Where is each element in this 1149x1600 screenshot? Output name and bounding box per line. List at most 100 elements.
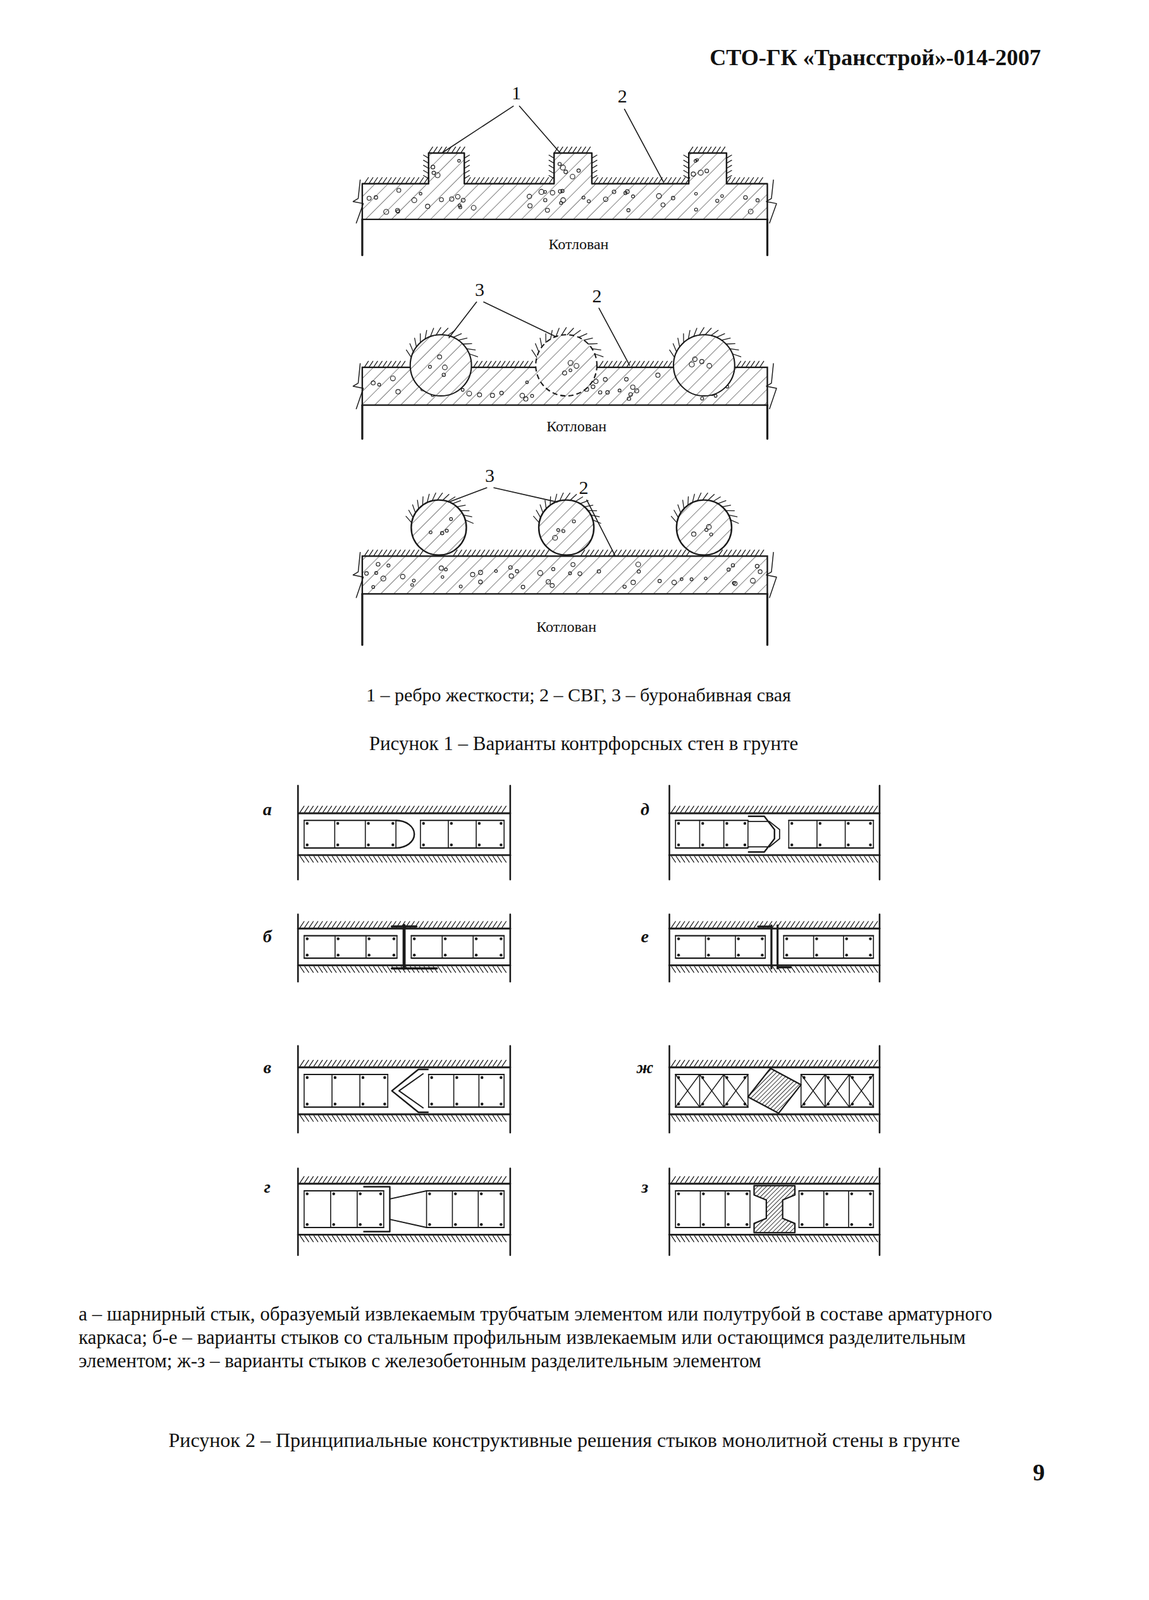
soil-hatch xyxy=(460,1176,465,1183)
soil-hatch xyxy=(675,966,680,973)
soil-hatch xyxy=(630,177,635,185)
rebar-bar xyxy=(675,1226,750,1229)
soil-hatch xyxy=(474,1115,479,1122)
aggregate-mark xyxy=(705,168,709,173)
soil-hatch xyxy=(517,550,522,557)
rebar-bar xyxy=(798,1190,874,1192)
concrete-separator xyxy=(753,1185,795,1233)
soil-hatch xyxy=(722,1176,726,1183)
soil-hatch xyxy=(368,550,373,557)
soil-hatch xyxy=(373,177,378,185)
steel-profile xyxy=(392,966,437,970)
rebar-stirrup xyxy=(331,1074,333,1108)
soil-hatch xyxy=(548,175,554,179)
rebar-dot xyxy=(361,1102,365,1106)
soil-hatch xyxy=(442,1176,447,1183)
soil-hatch xyxy=(442,921,447,928)
soil-hatch xyxy=(730,519,739,523)
page-number: 9 xyxy=(1032,1458,1045,1487)
soil-hatch xyxy=(382,806,387,813)
soil-hatch xyxy=(378,177,382,185)
soil-hatch xyxy=(591,175,597,179)
soil-hatch xyxy=(502,1115,506,1122)
soil-hatch xyxy=(359,1115,364,1122)
rebar-dot xyxy=(745,1192,749,1196)
rebar-dot xyxy=(499,1222,503,1227)
soil-hatch xyxy=(410,806,415,813)
rebar-dot xyxy=(785,937,789,941)
rebar-stirrup xyxy=(472,935,474,959)
soil-hatch xyxy=(327,966,332,973)
aggregate-mark xyxy=(428,365,432,369)
soil-hatch xyxy=(682,500,685,510)
soil-hatch xyxy=(414,1235,419,1242)
soil-hatch xyxy=(717,1235,721,1242)
leader-line xyxy=(442,106,514,154)
soil-hatch xyxy=(818,966,823,973)
rebar-dot xyxy=(706,937,711,941)
aggregate-mark xyxy=(727,567,731,572)
aggregate-mark xyxy=(374,571,379,575)
soil-hatch xyxy=(868,1059,873,1067)
soil-hatch xyxy=(490,550,494,557)
soil-hatch xyxy=(726,806,731,813)
rebar-bar xyxy=(304,935,398,937)
soil-hatch xyxy=(708,921,713,928)
soil-hatch xyxy=(405,550,410,557)
soil-hatch xyxy=(514,361,519,368)
rebar-dot xyxy=(785,953,789,957)
soil-hatch xyxy=(850,966,855,973)
soil-hatch xyxy=(337,1235,341,1242)
soil-hatch xyxy=(437,1176,442,1183)
soil-hatch xyxy=(809,921,814,928)
soil-hatch xyxy=(671,1176,676,1183)
soil-hatch xyxy=(373,361,378,368)
soil-hatch xyxy=(591,348,601,350)
aggregate-mark xyxy=(499,391,504,396)
rebar-dot xyxy=(701,822,705,826)
soil-hatch xyxy=(299,856,304,863)
soil-hatch xyxy=(603,550,608,557)
soil-hatch xyxy=(759,550,764,557)
rebar-dot xyxy=(743,822,747,826)
ground-line xyxy=(669,964,880,967)
aggregate-mark xyxy=(459,584,463,589)
soil-hatch xyxy=(717,806,721,813)
soil-hatch xyxy=(758,966,763,973)
soil-hatch xyxy=(767,1115,772,1122)
soil-hatch xyxy=(767,1059,772,1067)
soil-hatch xyxy=(533,516,540,523)
soil-hatch xyxy=(424,1176,429,1183)
trench-boundary xyxy=(509,914,512,982)
soil-hatch xyxy=(854,856,859,863)
soil-hatch xyxy=(545,333,546,343)
soil-hatch xyxy=(809,1176,814,1183)
rebar-dot xyxy=(367,937,371,941)
soil-hatch xyxy=(436,327,442,336)
rebar-dot xyxy=(361,1076,365,1080)
soil-hatch xyxy=(474,1176,479,1183)
leader-line xyxy=(519,106,561,154)
soil-hatch xyxy=(795,921,800,928)
soil-hatch xyxy=(323,921,327,928)
soil-hatch xyxy=(731,1235,735,1242)
soil-hatch xyxy=(675,921,680,928)
soil-hatch xyxy=(694,921,699,928)
soil-hatch xyxy=(400,1059,405,1067)
soil-hatch xyxy=(488,856,492,863)
soil-hatch xyxy=(373,966,378,973)
tube-element xyxy=(395,820,415,848)
soil-hatch xyxy=(671,516,678,523)
leader-line xyxy=(448,487,487,503)
soil-hatch xyxy=(545,550,549,557)
running-header: СТО-ГК «Трансстрой»-014-2007 xyxy=(709,44,1041,71)
aggregate-mark xyxy=(478,579,483,584)
rebar-dot xyxy=(868,1076,873,1080)
aggregate-mark xyxy=(537,570,543,576)
soil-hatch xyxy=(483,806,488,813)
rebar-dot xyxy=(499,843,503,847)
soil-hatch xyxy=(645,361,649,368)
steel-profile xyxy=(776,925,779,969)
soil-hatch xyxy=(502,966,506,973)
rebar-dot xyxy=(367,953,371,957)
